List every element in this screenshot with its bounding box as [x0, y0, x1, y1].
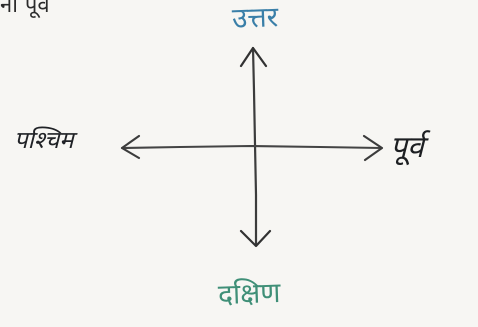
east-arrowhead: [362, 134, 384, 162]
north-south-line: [251, 46, 258, 246]
east-label: पूर्व: [390, 130, 424, 165]
north-arrowhead: [239, 46, 268, 68]
south-label: दक्षिण: [217, 275, 281, 312]
south-arrowhead: [239, 229, 272, 248]
north-label: उत्तर: [231, 0, 279, 35]
cropped-heading-fragment: ना पूर्व: [0, 0, 50, 18]
west-label: पश्चिम: [14, 126, 74, 154]
west-east-line: [120, 144, 383, 150]
west-arrowhead: [120, 134, 141, 160]
